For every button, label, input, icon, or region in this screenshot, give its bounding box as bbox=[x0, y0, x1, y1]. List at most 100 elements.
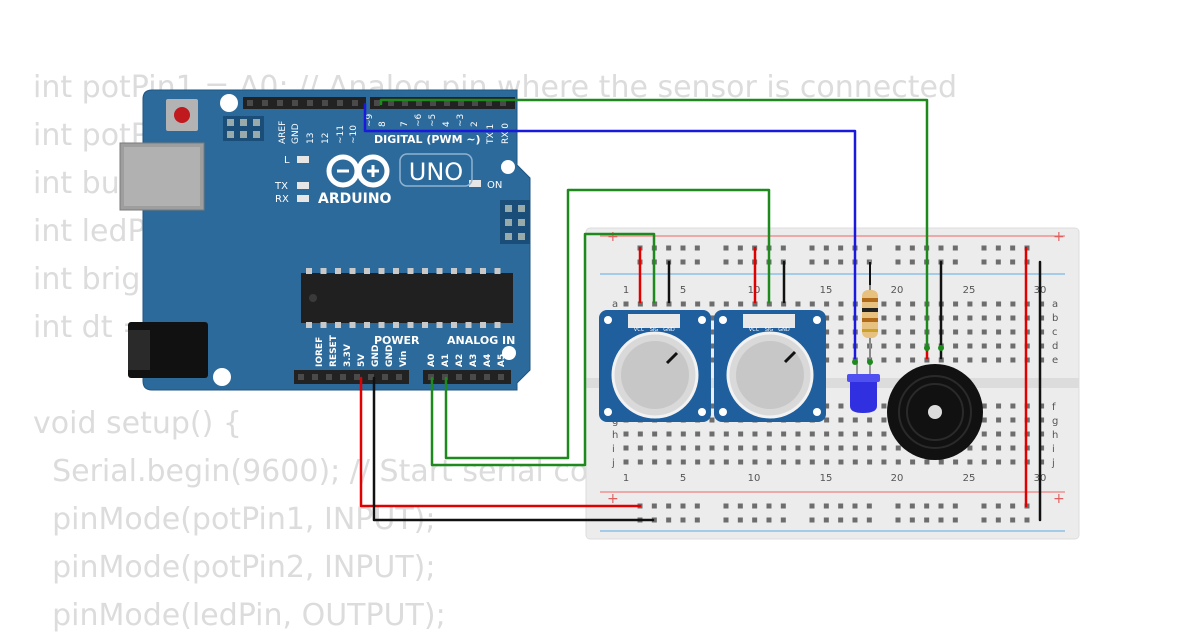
row-letter: h bbox=[612, 430, 618, 441]
pot-pin-label: SIG bbox=[650, 327, 659, 333]
column-number: 15 bbox=[820, 285, 833, 296]
pin-label: ~9 bbox=[365, 113, 375, 127]
pin-label: Vin bbox=[399, 351, 409, 367]
mounting-hole bbox=[213, 368, 231, 386]
column-number: 15 bbox=[820, 473, 833, 484]
pin-label: A1 bbox=[441, 354, 451, 367]
row-letter: f bbox=[1052, 402, 1056, 413]
pot-pin-label: VCC bbox=[634, 327, 645, 333]
pin-label: A5 bbox=[497, 354, 507, 367]
potentiometer-1[interactable]: VCC SIG GND bbox=[599, 310, 711, 422]
column-number: 25 bbox=[963, 285, 976, 296]
usb-port-inner bbox=[124, 147, 200, 206]
row-letter: h bbox=[1052, 430, 1058, 441]
uno-label: UNO bbox=[409, 158, 463, 186]
uno-badge bbox=[399, 153, 473, 187]
pin-label: RX 0 bbox=[501, 123, 511, 144]
column-number: 1 bbox=[623, 473, 629, 484]
rail-plus-label: + bbox=[1053, 491, 1065, 507]
digital-label: DIGITAL (PWM ~) bbox=[374, 133, 481, 146]
power-header bbox=[294, 370, 409, 384]
knob-indicator bbox=[665, 351, 679, 365]
pin-label: GND bbox=[291, 123, 301, 144]
row-letter: e bbox=[1052, 355, 1058, 366]
pin-label: ~10 bbox=[349, 125, 359, 144]
pin-label: ~6 bbox=[414, 113, 424, 127]
wire-green bbox=[444, 188, 771, 460]
mounting-hole bbox=[220, 94, 238, 112]
led-tx bbox=[297, 182, 309, 189]
mounting-hole bbox=[501, 160, 515, 174]
pin-label: 2 bbox=[470, 121, 480, 127]
potentiometer-2[interactable]: VCC SIG GND bbox=[714, 310, 826, 422]
pin-label: ~11 bbox=[336, 125, 346, 144]
pin-label: A3 bbox=[469, 354, 479, 367]
icsp-header-right bbox=[500, 200, 530, 244]
reset-button-cap[interactable] bbox=[174, 107, 190, 123]
led-l bbox=[297, 156, 309, 163]
arduino-logo-icon bbox=[326, 154, 390, 188]
column-number: 5 bbox=[680, 473, 686, 484]
row-letter: j bbox=[611, 458, 615, 469]
pin-label: 7 bbox=[400, 121, 410, 127]
led-on-label: ON bbox=[487, 180, 502, 191]
pin-label: 5V bbox=[357, 354, 367, 367]
analog-label: ANALOG IN bbox=[447, 334, 515, 347]
column-number: 20 bbox=[891, 473, 904, 484]
pin-label: A4 bbox=[483, 354, 493, 367]
resistor[interactable] bbox=[862, 260, 878, 360]
mounting-hole bbox=[502, 346, 516, 360]
led-on bbox=[469, 180, 481, 187]
digital-header-left bbox=[243, 97, 366, 109]
arduino-uno-board[interactable]: AREF GND 13 12 ~11 ~10 ~9 8 7 ~6 ~5 4 ~3… bbox=[119, 89, 531, 391]
rail-plus-label: + bbox=[607, 229, 619, 245]
piezo-buzzer[interactable] bbox=[887, 364, 983, 460]
row-letter: a bbox=[1052, 299, 1058, 310]
pin-label: A2 bbox=[455, 354, 465, 367]
wire-green bbox=[430, 232, 656, 467]
led-rx-label: RX bbox=[275, 194, 289, 205]
knob-indicator bbox=[783, 350, 797, 364]
wire-black bbox=[372, 376, 655, 522]
pin-label: ~5 bbox=[428, 114, 438, 127]
column-number: 20 bbox=[891, 285, 904, 296]
pin-label: 3.3V bbox=[343, 344, 353, 367]
wires bbox=[359, 98, 1042, 522]
pot-pin-label: GND bbox=[778, 327, 790, 333]
pot-pin-label: SIG bbox=[765, 327, 774, 333]
row-letter: j bbox=[1051, 458, 1055, 469]
rail-plus-label: + bbox=[607, 491, 619, 507]
column-number: 10 bbox=[748, 473, 761, 484]
header-pins bbox=[247, 100, 506, 380]
column-number: 5 bbox=[680, 285, 686, 296]
column-number: 1 bbox=[623, 285, 629, 296]
arduino-brand: ARDUINO bbox=[318, 191, 392, 207]
led-tx-label: TX bbox=[274, 181, 288, 192]
wire-end-markers bbox=[852, 345, 944, 365]
wire-green bbox=[379, 98, 929, 350]
pin-label: 12 bbox=[321, 133, 331, 144]
row-letter: g bbox=[1052, 416, 1058, 427]
pin-label: RESET bbox=[329, 334, 339, 367]
rail-plus-label: + bbox=[1053, 229, 1065, 245]
power-jack-inner bbox=[128, 330, 150, 370]
pot-pin-label: VCC bbox=[749, 327, 760, 333]
pin-label: 4 bbox=[442, 121, 452, 127]
row-letter: b bbox=[1052, 313, 1058, 324]
row-letter: a bbox=[612, 299, 618, 310]
pin-label: TX 1 bbox=[486, 124, 496, 145]
row-letter: d bbox=[1052, 341, 1058, 352]
row-letter: i bbox=[612, 444, 615, 455]
row-letter: c bbox=[1052, 327, 1058, 338]
pin-label: ~3 bbox=[456, 114, 466, 127]
blue-led[interactable] bbox=[847, 363, 880, 413]
pin-label: AREF bbox=[278, 121, 288, 144]
power-label: POWER bbox=[374, 334, 420, 347]
led-l-label: L bbox=[284, 155, 290, 166]
pin-label: 13 bbox=[306, 133, 316, 144]
analog-header bbox=[423, 370, 511, 384]
wire-blue bbox=[363, 102, 857, 364]
microcontroller-chip bbox=[301, 273, 513, 323]
breadboard[interactable]: + + + + 1 5 10 15 20 25 30 1 5 10 15 20 … bbox=[585, 227, 1080, 540]
